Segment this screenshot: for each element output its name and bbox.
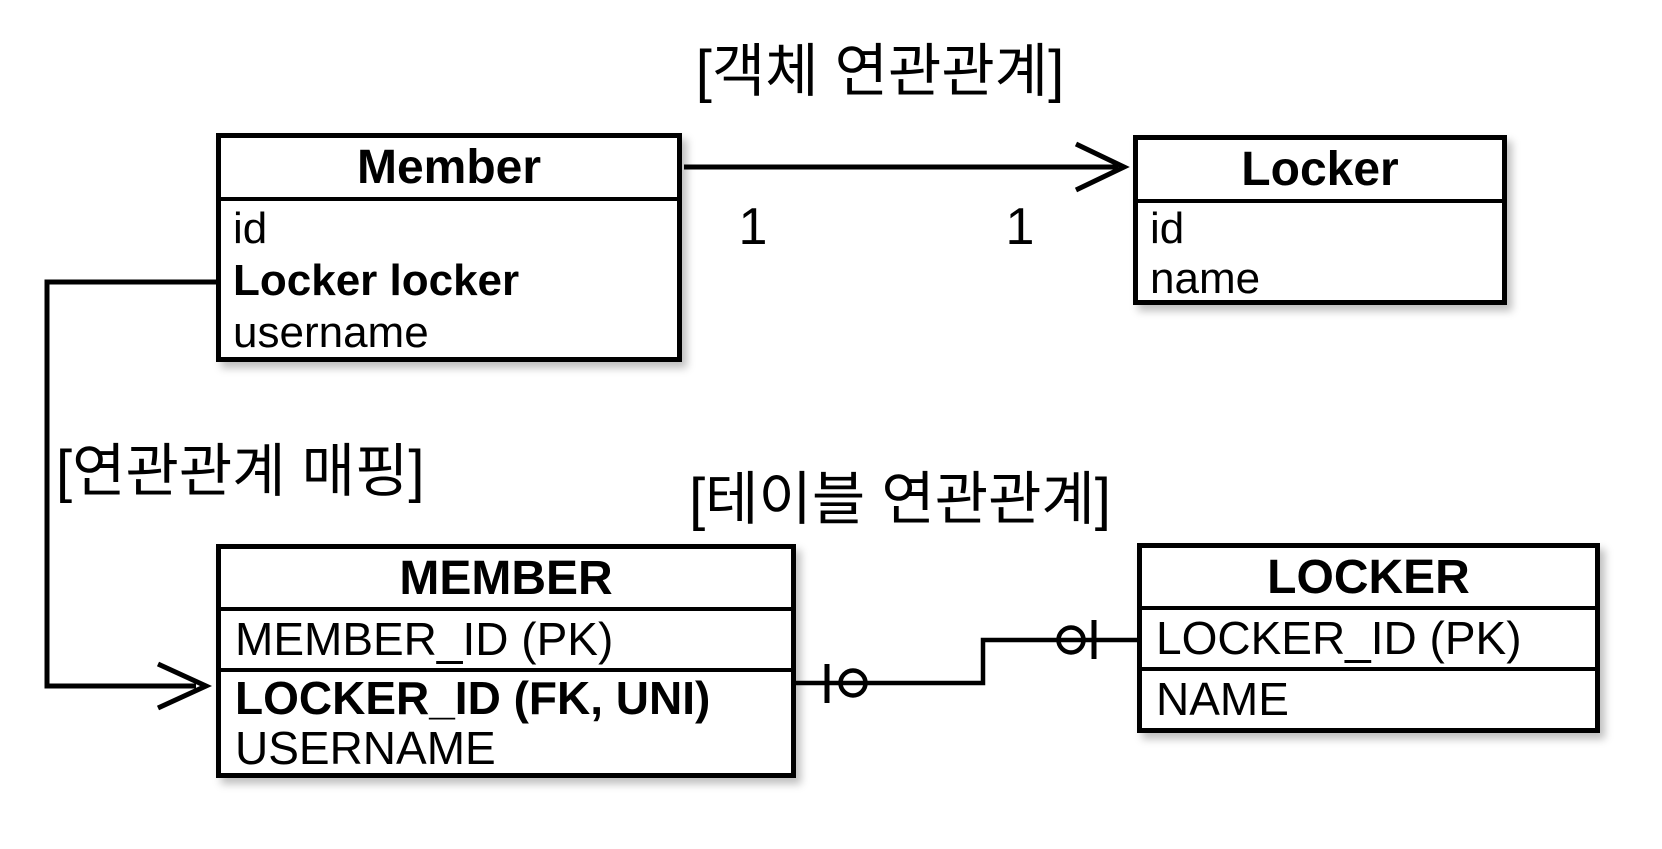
field-locker-locker: Locker locker [233, 256, 520, 305]
object-association-title: [객체 연관관계] [695, 39, 1065, 104]
field-id: id [233, 204, 268, 253]
zero-circle-member-end-icon [838, 668, 868, 698]
zero-circle-locker-end-icon [1056, 625, 1086, 655]
column-locker-id: LOCKER_ID (PK) [1156, 612, 1522, 664]
column-locker-id: LOCKER_ID (FK, UNI) [235, 672, 711, 724]
object-association-arrow [684, 141, 1130, 193]
member-table-title: MEMBER [221, 549, 791, 611]
table-association-connector [793, 620, 1140, 703]
locker-class-box: Locker id name [1133, 135, 1507, 305]
column-username: USERNAME [235, 722, 496, 774]
arrowhead-icon [1074, 141, 1130, 193]
column-member-id: MEMBER_ID (PK) [235, 613, 614, 665]
column-name: NAME [1156, 673, 1289, 725]
locker-table-title: LOCKER [1142, 548, 1595, 610]
locker-table-columns: NAME [1142, 667, 1595, 728]
locker-class-title: Locker [1138, 140, 1502, 203]
source-multiplicity-label: 1 [738, 198, 768, 256]
table-association-title: [테이블 연관관계] [689, 467, 1111, 532]
field-name: name [1150, 254, 1261, 303]
relation-line [793, 637, 1140, 686]
member-table-box: MEMBER MEMBER_ID (PK) LOCKER_ID (FK, UNI… [216, 544, 796, 778]
member-class-box: Member id Locker locker username [216, 133, 682, 362]
member-class-fields: id Locker locker username [221, 201, 677, 359]
locker-class-fields: id name [1138, 203, 1502, 304]
field-username: username [233, 308, 429, 357]
locker-table-pk: LOCKER_ID (PK) [1142, 610, 1595, 667]
locker-table-box: LOCKER LOCKER_ID (PK) NAME [1137, 543, 1600, 733]
association-mapping-title: [연관관계 매핑] [56, 439, 425, 504]
target-multiplicity-label: 1 [1005, 198, 1035, 256]
arrowhead-icon [156, 661, 213, 711]
member-table-pk: MEMBER_ID (PK) [221, 611, 791, 668]
member-table-columns: LOCKER_ID (FK, UNI) USERNAME [221, 668, 791, 773]
field-id: id [1150, 204, 1185, 253]
member-class-title: Member [221, 138, 677, 201]
